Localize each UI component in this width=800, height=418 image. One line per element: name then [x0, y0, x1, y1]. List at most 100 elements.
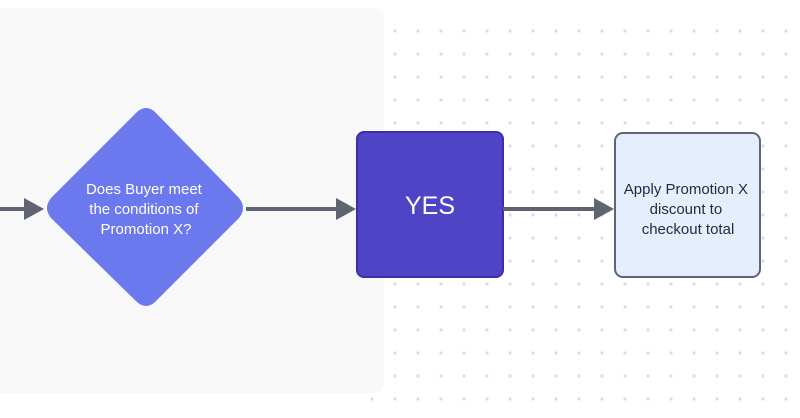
grid-dot [416, 397, 420, 401]
grid-dot [600, 75, 604, 79]
grid-dot [738, 98, 742, 102]
grid-dot [715, 397, 719, 401]
grid-dot [600, 121, 604, 125]
grid-dot [508, 144, 512, 148]
action-node[interactable]: Apply Promotion X discount to checkout t… [614, 132, 761, 278]
arrow-into-decision [0, 198, 44, 220]
grid-dot [462, 121, 466, 125]
arrowhead-icon [336, 198, 356, 220]
grid-dot [439, 328, 443, 332]
decision-node[interactable]: Does Buyer meet the conditions of Promot… [47, 108, 243, 306]
grid-dot [462, 282, 466, 286]
grid-dot [554, 121, 558, 125]
grid-dot [393, 397, 397, 401]
grid-dot [485, 29, 489, 33]
grid-dot [738, 305, 742, 309]
grid-dot [623, 397, 627, 401]
grid-dot [646, 29, 650, 33]
grid-dot [531, 259, 535, 263]
grid-dot [738, 75, 742, 79]
decision-label-line-2: the conditions of [89, 201, 199, 218]
grid-dot [669, 121, 673, 125]
grid-dot [554, 144, 558, 148]
grid-dot [531, 75, 535, 79]
grid-dot [416, 328, 420, 332]
grid-dot [554, 259, 558, 263]
grid-dot [761, 98, 765, 102]
grid-dot [393, 98, 397, 102]
grid-dot [715, 75, 719, 79]
grid-dot [416, 282, 420, 286]
grid-dot [692, 374, 696, 378]
grid-dot [508, 374, 512, 378]
grid-dot [554, 98, 558, 102]
grid-dot [531, 190, 535, 194]
grid-dot [784, 190, 788, 194]
grid-dot [715, 374, 719, 378]
decision-label-line-3: Promotion X? [101, 221, 192, 238]
grid-dot [623, 282, 627, 286]
yes-label: YES [405, 192, 455, 220]
grid-dot [393, 305, 397, 309]
grid-dot [784, 236, 788, 240]
grid-dot [600, 282, 604, 286]
grid-dot [416, 121, 420, 125]
grid-dot [577, 144, 581, 148]
grid-dot [669, 98, 673, 102]
grid-dot [577, 75, 581, 79]
grid-dot [784, 98, 788, 102]
grid-dot [669, 305, 673, 309]
grid-dot [554, 305, 558, 309]
grid-dot [761, 351, 765, 355]
grid-dot [646, 52, 650, 56]
grid-dot [600, 305, 604, 309]
action-label-line-3: checkout total [642, 221, 735, 238]
grid-dot [623, 121, 627, 125]
grid-dot [577, 328, 581, 332]
grid-dot [692, 305, 696, 309]
grid-dot [577, 397, 581, 401]
grid-dot [692, 328, 696, 332]
grid-dot [600, 52, 604, 56]
grid-dot [462, 374, 466, 378]
grid-dot [508, 121, 512, 125]
grid-dot [761, 374, 765, 378]
grid-dot [508, 52, 512, 56]
grid-dot [393, 75, 397, 79]
grid-dot [554, 167, 558, 171]
grid-dot [738, 328, 742, 332]
grid-dot [577, 259, 581, 263]
grid-dot [600, 167, 604, 171]
grid-dot [600, 351, 604, 355]
grid-dot [508, 305, 512, 309]
grid-dot [485, 305, 489, 309]
grid-dot [646, 121, 650, 125]
grid-dot [784, 374, 788, 378]
grid-dot [393, 351, 397, 355]
grid-dot [531, 305, 535, 309]
grid-dot [439, 397, 443, 401]
grid-dot [784, 144, 788, 148]
grid-dot [508, 75, 512, 79]
yes-node[interactable]: YES [356, 131, 504, 278]
grid-dot [669, 374, 673, 378]
grid-dot [508, 213, 512, 217]
grid-dot [485, 52, 489, 56]
grid-dot [508, 190, 512, 194]
grid-dot [784, 75, 788, 79]
grid-dot [761, 282, 765, 286]
grid-dot [577, 52, 581, 56]
grid-dot [784, 121, 788, 125]
grid-dot [784, 351, 788, 355]
grid-dot [669, 282, 673, 286]
grid-dot [600, 259, 604, 263]
grid-dot [761, 29, 765, 33]
grid-dot [462, 328, 466, 332]
grid-dot [761, 144, 765, 148]
grid-dot [623, 305, 627, 309]
grid-dot [531, 374, 535, 378]
grid-dot [462, 98, 466, 102]
decision-label: Does Buyer meet the conditions of Promot… [86, 181, 206, 238]
grid-dot [623, 75, 627, 79]
grid-dot [784, 282, 788, 286]
